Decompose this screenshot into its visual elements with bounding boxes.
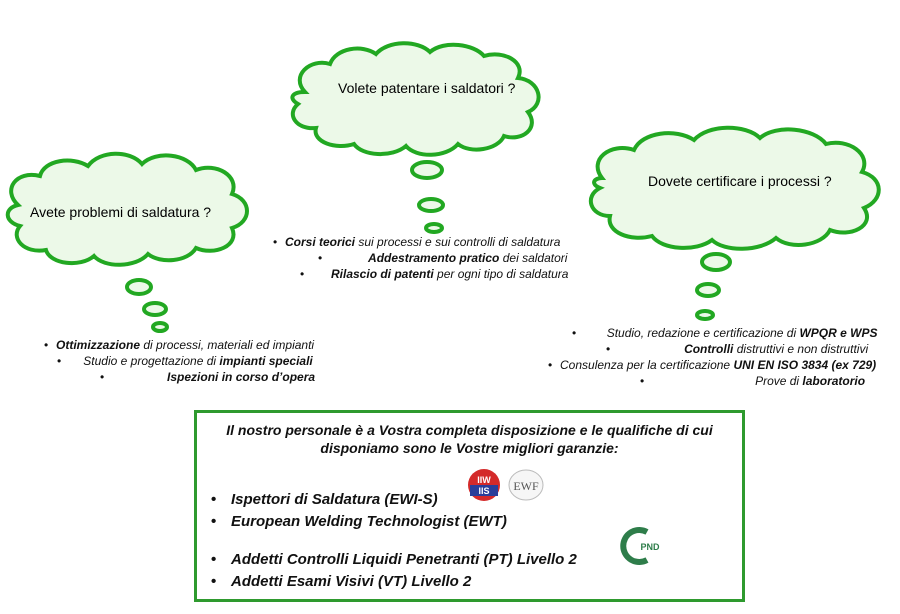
right-service-list: Studio, redazione e certificazione di WP… [548,325,900,389]
list-item: Rilascio di patenti per ogni tipo di sal… [300,266,587,282]
svg-text:PND: PND [640,542,660,552]
svg-text:IIS: IIS [478,486,489,496]
left-cloud-title: Avete problemi di saldatura ? [30,204,212,220]
left-service-list: Ottimizzazione di processi, materiali ed… [44,337,315,385]
qualifications-box: Il nostro personale è a Vostra completa … [194,410,745,602]
list-item: Ottimizzazione di processi, materiali ed… [44,337,314,353]
qualifications-intro: Il nostro personale è a Vostra completa … [226,422,713,456]
list-item: Studio, redazione e certificazione di WP… [572,325,900,341]
pnd-logo: PND [620,527,660,565]
list-item: Consulenza per la certificazione UNI EN … [548,357,876,373]
qualifications-list-ndt: Addetti Controlli Liquidi Penetranti (PT… [211,549,577,593]
list-item: Corsi teorici sui processi e sui control… [273,234,560,250]
list-item: Addetti Esami Visivi (VT) Livello 2 [211,571,577,593]
left-thought-cloud [5,151,249,333]
center-thought-cloud [290,41,541,234]
center-cloud-title: Volete patentare i saldatori ? [338,80,516,96]
svg-text:EWF: EWF [513,479,539,493]
center-service-list: Corsi teorici sui processi e sui control… [273,234,568,282]
list-item: Addetti Controlli Liquidi Penetranti (PT… [211,549,577,571]
right-thought-cloud [588,125,881,321]
list-item: Studio e progettazione di impianti speci… [57,353,327,369]
svg-text:IIW: IIW [477,475,491,485]
list-item: Addestramento pratico dei saldatori [318,250,605,266]
list-item: Controlli distruttivi e non distruttivi [606,341,900,357]
list-item: European Welding Technologist (EWT) [211,511,507,533]
list-item: Ispezioni in corso d’opera [100,369,370,385]
right-cloud-title: Dovete certificare i processi ? [648,173,832,189]
ewf-logo: EWF [508,469,544,501]
iiw-iis-logo: IIW IIS [468,469,500,501]
qualifications-list-welding: Ispettori di Saldatura (EWI-S) European … [211,489,507,533]
list-item: Ispettori di Saldatura (EWI-S) [211,489,507,511]
list-item: Prove di laboratorio [640,373,900,389]
